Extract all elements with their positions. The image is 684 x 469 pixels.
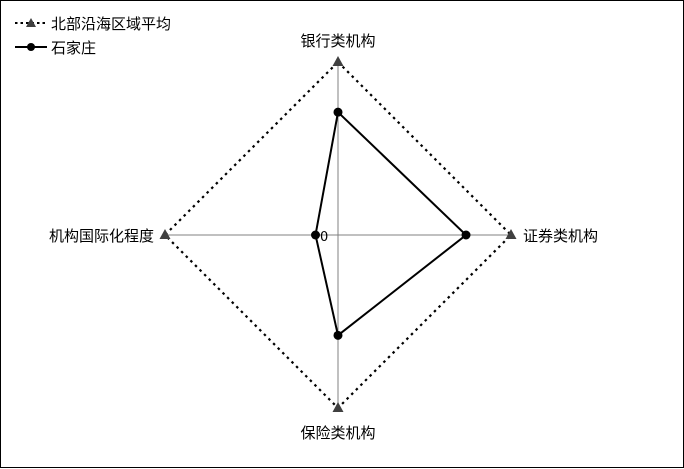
- series-1-point-2: [505, 229, 517, 239]
- axes-layer: [165, 62, 511, 408]
- axis-label-right: 证券类机构: [523, 227, 598, 245]
- axis-label-bottom: 保险类机构: [300, 424, 375, 442]
- series-2-point-2: [461, 230, 471, 240]
- legend-marker-triangle-icon: [26, 18, 36, 27]
- legend-marker-circle-icon: [27, 43, 35, 51]
- legend-label-series-2: 石家庄: [51, 39, 96, 57]
- series-2-point-1: [333, 107, 343, 117]
- axis-label-left: 机构国际化程度: [49, 227, 154, 245]
- axis-label-top: 银行类机构: [300, 32, 375, 50]
- legend: 北部沿海区域平均 石家庄: [15, 15, 171, 57]
- legend-label-series-1: 北部沿海区域平均: [51, 15, 171, 33]
- series-1-point-1: [332, 56, 344, 66]
- series-layer: [159, 56, 517, 412]
- tick-label-zero: 0: [320, 230, 328, 245]
- series-2-point-3: [333, 330, 343, 340]
- series-1-point-3: [332, 402, 344, 412]
- series-2-point-4: [311, 230, 321, 240]
- series-1-point-4: [159, 229, 171, 239]
